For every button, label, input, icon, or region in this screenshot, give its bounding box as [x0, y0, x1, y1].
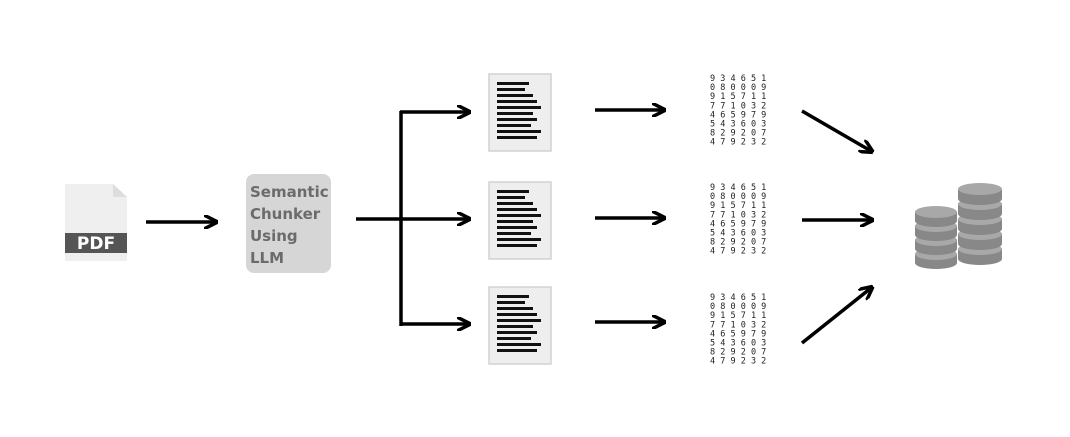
vector-row: 9 1 5 7 1 1: [710, 311, 766, 321]
vector-row: 5 4 3 6 0 3: [710, 229, 766, 239]
document-text-line: [497, 118, 537, 121]
chunker-line-2: Chunker: [250, 205, 321, 223]
vector-row: 8 2 9 2 0 7: [710, 348, 766, 358]
document-text-line: [497, 136, 537, 139]
vector-row: 7 7 1 0 3 2: [710, 101, 766, 111]
vector-grid-2: 9 3 4 6 5 10 8 0 0 0 99 1 5 7 1 17 7 1 0…: [710, 183, 766, 257]
document-text-line: [497, 112, 533, 115]
document-text-line: [497, 226, 537, 229]
vector-row: 5 4 3 6 0 3: [710, 120, 766, 130]
document-text-line: [497, 319, 541, 322]
vector-row: 8 2 9 2 0 7: [710, 129, 766, 139]
document-text-line: [497, 190, 529, 193]
document-text-line: [497, 94, 533, 97]
document-text-line: [497, 307, 533, 310]
vector-row: 0 8 0 0 0 9: [710, 83, 766, 93]
document-text-line: [497, 301, 525, 304]
document-text-line: [497, 337, 531, 340]
vector-row: 4 7 9 2 3 2: [710, 138, 766, 148]
document-text-line: [497, 124, 531, 127]
vector-row: 9 1 5 7 1 1: [710, 201, 766, 211]
document-text-line: [497, 295, 529, 298]
vector-row: 5 4 3 6 0 3: [710, 339, 766, 349]
document-text-line: [497, 214, 541, 217]
vector-row: 7 7 1 0 3 2: [710, 320, 766, 330]
vector-row: 9 3 4 6 5 1: [710, 183, 766, 193]
document-text-line: [497, 130, 541, 133]
document-text-line: [497, 232, 531, 235]
chunker-line-3: Using: [250, 227, 298, 245]
document-text-line: [497, 313, 537, 316]
document-text-line: [497, 82, 529, 85]
chunker-line-4: LLM: [250, 249, 284, 267]
document-text-line: [497, 100, 537, 103]
vector-row: 0 8 0 0 0 9: [710, 302, 766, 312]
document-text-line: [497, 208, 537, 211]
vector-row: 4 6 5 9 7 9: [710, 329, 766, 339]
document-text-line: [497, 202, 533, 205]
chunker-line-1: Semantic: [250, 183, 329, 201]
arrow-vector-to-db-1: [801, 109, 871, 151]
pdf-label: PDF: [77, 234, 115, 254]
vector-row: 8 2 9 2 0 7: [710, 238, 766, 248]
document-text-line: [497, 196, 525, 199]
vector-row: 9 1 5 7 1 1: [710, 92, 766, 102]
pdf-file-icon: PDF: [65, 184, 127, 261]
document-text-line: [497, 106, 541, 109]
database-stack: [915, 206, 957, 269]
branch-connector: [356, 111, 468, 326]
vector-row: 0 8 0 0 0 9: [710, 192, 766, 202]
document-text-line: [497, 88, 525, 91]
document-text-line: [497, 244, 537, 247]
embedding-vectors: 9 3 4 6 5 10 8 0 0 0 99 1 5 7 1 17 7 1 0…: [710, 74, 766, 367]
document-text-line: [497, 331, 537, 334]
document-icon: [488, 181, 552, 260]
vector-grid-1: 9 3 4 6 5 10 8 0 0 0 99 1 5 7 1 17 7 1 0…: [710, 74, 766, 148]
vector-row: 4 6 5 9 7 9: [710, 219, 766, 229]
database-icon: [915, 183, 1002, 269]
vector-row: 9 3 4 6 5 1: [710, 293, 766, 303]
vector-row: 7 7 1 0 3 2: [710, 210, 766, 220]
document-text-line: [497, 238, 541, 241]
document-icon: [488, 73, 552, 152]
vector-row: 4 7 9 2 3 2: [710, 247, 766, 257]
document-text-line: [497, 343, 541, 346]
vector-grid-3: 9 3 4 6 5 10 8 0 0 0 99 1 5 7 1 17 7 1 0…: [710, 293, 766, 367]
document-chunks: [488, 73, 552, 365]
vector-row: 4 7 9 2 3 2: [710, 357, 766, 367]
document-text-line: [497, 349, 537, 352]
vector-row: 9 3 4 6 5 1: [710, 74, 766, 84]
database-stack: [958, 183, 1002, 265]
semantic-chunker-box: Semantic Chunker Using LLM: [246, 174, 331, 273]
document-icon: [488, 286, 552, 365]
document-text-line: [497, 220, 533, 223]
vector-row: 4 6 5 9 7 9: [710, 110, 766, 120]
document-text-line: [497, 325, 533, 328]
arrow-vector-to-db-3: [800, 288, 871, 345]
